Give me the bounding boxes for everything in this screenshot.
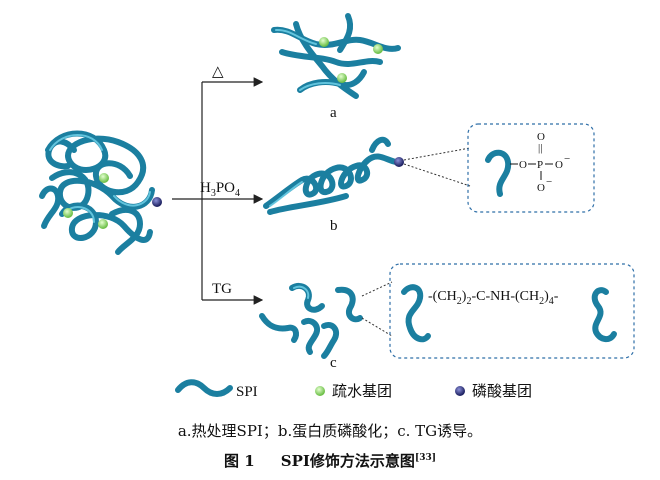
crosslink-formula: -(CH2)2-C-NH-(CH2)4- bbox=[428, 289, 559, 307]
figure-reference: [33] bbox=[414, 453, 436, 463]
crosslink-inset-box bbox=[389, 263, 635, 359]
heat-symbol: △ bbox=[212, 64, 224, 80]
svg-text:O: O bbox=[555, 159, 563, 171]
heat-treated-spi bbox=[271, 13, 401, 99]
hydrophobic-dot bbox=[373, 44, 383, 54]
phosphate-structure: O || O P O − O − bbox=[510, 131, 570, 194]
phosphorylated-spi bbox=[263, 136, 399, 215]
phosphate-inset-box bbox=[467, 123, 595, 213]
hydrophobic-dot bbox=[337, 73, 347, 83]
svg-text:O: O bbox=[519, 159, 527, 171]
hydrophobic-dot bbox=[319, 37, 329, 47]
reaction-arrows bbox=[172, 77, 264, 305]
hydrophobic-dot bbox=[63, 208, 73, 218]
svg-text:−: − bbox=[564, 153, 570, 165]
panel-a-label: a bbox=[330, 105, 337, 121]
phosphoric-acid-label: H3PO4 bbox=[200, 180, 240, 199]
crosslink-inset-strands bbox=[401, 284, 617, 343]
svg-text:O: O bbox=[537, 131, 545, 143]
native-spi-cluster bbox=[39, 130, 155, 255]
hydrophobic-dot bbox=[99, 173, 109, 183]
legend-phosphate-label: 磷酸基团 bbox=[472, 383, 532, 400]
legend-hydrophobic-label: 疏水基团 bbox=[332, 383, 392, 400]
legend: SPI 疏水基团 磷酸基团 bbox=[175, 379, 532, 400]
phosphate-dot bbox=[152, 197, 162, 207]
svg-text:O: O bbox=[537, 182, 545, 194]
figure-title-text: SPI修饰方法示意图 bbox=[280, 452, 415, 470]
phosphate-inset-strand bbox=[485, 149, 512, 197]
legend-phosphate-dot bbox=[455, 386, 465, 396]
legend-spi-swatch bbox=[175, 379, 233, 397]
panel-c-label: c bbox=[330, 355, 337, 371]
legend-hydrophobic-dot bbox=[315, 386, 325, 396]
figure-title: 图 1 SPI修饰方法示意图[33] bbox=[0, 450, 660, 471]
figure-number: 图 1 bbox=[224, 452, 255, 470]
legend-spi-label: SPI bbox=[236, 384, 258, 400]
tg-label: TG bbox=[212, 281, 232, 297]
figure-description: a.热处理SPI；b.蛋白质磷酸化；c. TG诱导。 bbox=[177, 422, 483, 440]
tg-crosslinked-spi bbox=[259, 282, 363, 359]
svg-text:−: − bbox=[546, 176, 552, 188]
panel-b-label: b bbox=[330, 218, 338, 234]
hydrophobic-dot bbox=[98, 219, 108, 229]
svg-text:||: || bbox=[538, 142, 542, 154]
phosphate-dot bbox=[394, 157, 404, 167]
svg-text:P: P bbox=[537, 159, 543, 171]
